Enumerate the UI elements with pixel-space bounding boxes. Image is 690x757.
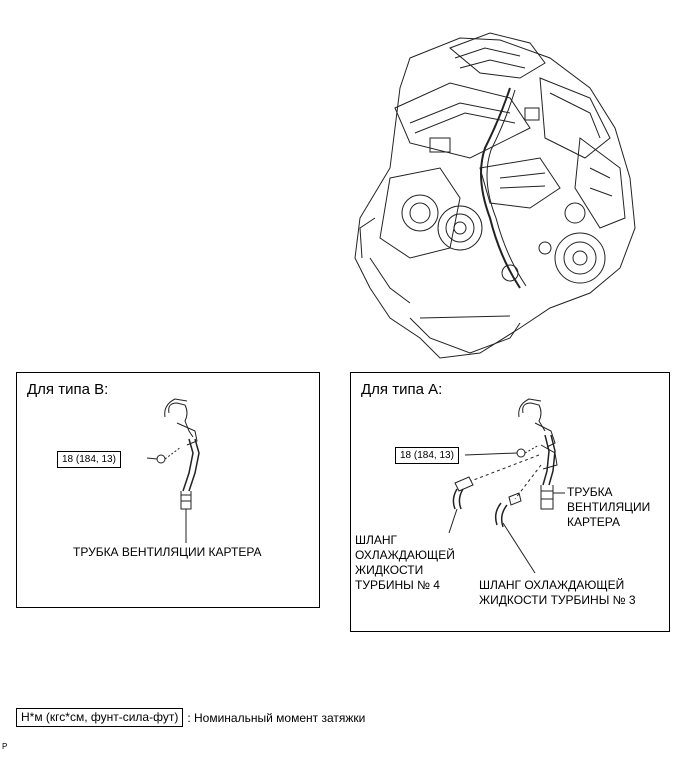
hose4-label-line2: ОХЛАЖДАЮЩЕЙ xyxy=(355,548,455,562)
bolt-b-icon xyxy=(156,454,166,464)
torque-unit-box: Н*м (кгс*см, фунт-сила-фут) xyxy=(16,708,184,727)
pipe-a-label: ТРУБКА ВЕНТИЛЯЦИИ КАРТЕРА xyxy=(567,485,650,530)
pipe-a-drawing xyxy=(448,398,565,574)
pipe-b-label: ТРУБКА ВЕНТИЛЯЦИИ КАРТЕРА xyxy=(73,545,262,559)
panel-type-a: Для типа A: xyxy=(350,372,670,632)
hose3-label-line1: ШЛАНГ ОХЛАЖДАЮЩЕЙ xyxy=(479,578,625,592)
pipe-a-label-line1: ТРУБКА xyxy=(567,485,613,499)
pipe-a-label-line2: ВЕНТИЛЯЦИИ xyxy=(567,500,651,514)
panel-a-title: Для типа A: xyxy=(361,381,443,398)
pipe-b-drawing xyxy=(146,398,200,543)
hose4-label-line1: ШЛАНГ xyxy=(355,533,398,547)
torque-value-a: 18 (184, 13) xyxy=(395,447,459,464)
pipe-a-label-line3: КАРТЕРА xyxy=(567,515,620,529)
hose4-label-line4: ТУРБИНЫ № 4 xyxy=(355,578,440,592)
hose4-label: ШЛАНГ ОХЛАЖДАЮЩЕЙ ЖИДКОСТИ ТУРБИНЫ № 4 xyxy=(355,533,455,593)
torque-value-b: 18 (184, 13) xyxy=(57,451,121,468)
torque-legend-description: : Номинальный момент затяжки xyxy=(187,710,366,725)
hose4-label-line3: ЖИДКОСТИ xyxy=(355,563,424,577)
engine-illustration xyxy=(354,32,636,359)
bolt-a-icon xyxy=(516,448,526,458)
panel-type-b: Для типа B: 18 (184, 13) ТРУБКА ВЕНТИЛЯЦ… xyxy=(16,372,320,608)
corner-mark: P xyxy=(2,742,8,751)
torque-legend: Н*м (кгс*см, фунт-сила-фут) : Номинальны… xyxy=(16,708,365,727)
hose3-label-line2: ЖИДКОСТИ ТУРБИНЫ № 3 xyxy=(479,593,636,607)
panel-b-title: Для типа B: xyxy=(27,381,109,398)
hose3-label: ШЛАНГ ОХЛАЖДАЮЩЕЙ ЖИДКОСТИ ТУРБИНЫ № 3 xyxy=(479,578,636,608)
